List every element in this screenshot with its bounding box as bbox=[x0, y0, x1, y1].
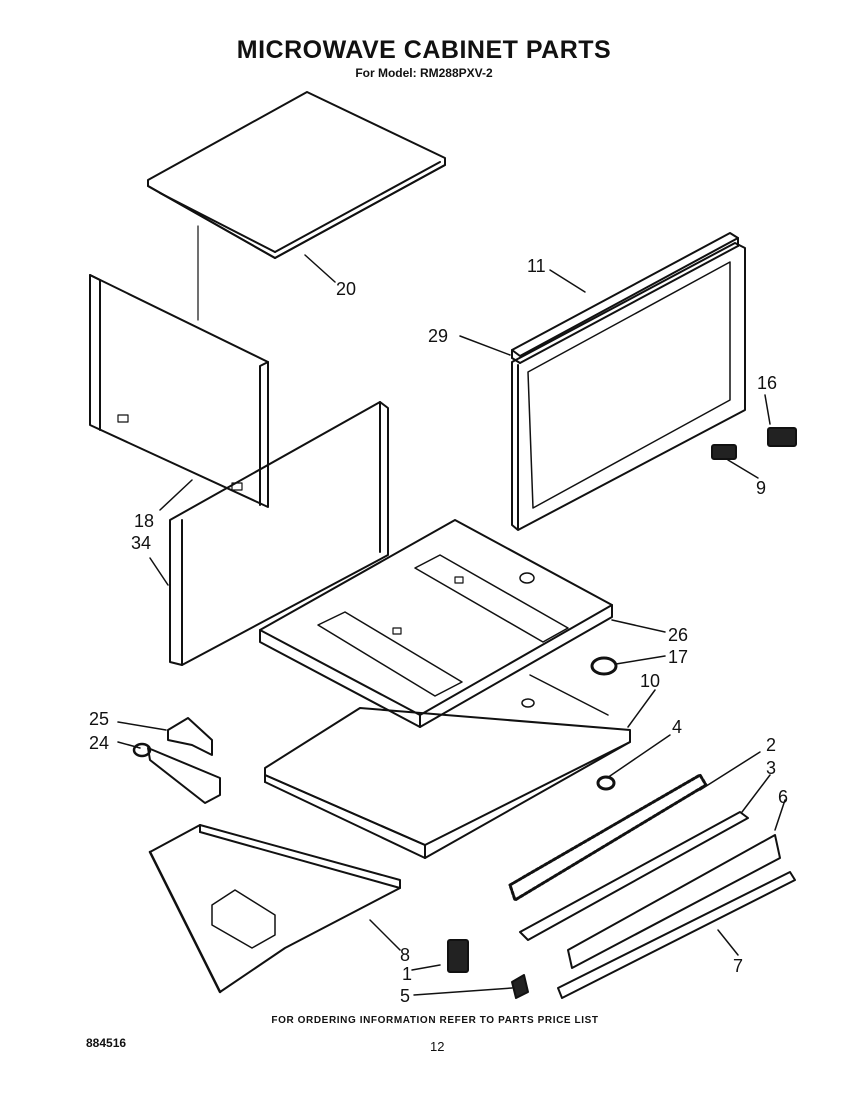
callout-18: 18 bbox=[134, 511, 154, 531]
part-8-bottom-frame bbox=[148, 824, 401, 994]
part-10-base-pan bbox=[264, 674, 631, 859]
callout-9: 9 bbox=[756, 478, 766, 498]
callout-2: 2 bbox=[766, 735, 776, 755]
part-1-hinge-block bbox=[447, 939, 469, 973]
part-16-latch-block bbox=[767, 427, 797, 447]
page-title: MICROWAVE CABINET PARTS bbox=[236, 36, 612, 64]
callout-4: 4 bbox=[672, 717, 682, 737]
callout-24: 24 bbox=[89, 733, 109, 753]
callout-29: 29 bbox=[428, 326, 448, 346]
document-number: 884516 bbox=[86, 1036, 127, 1050]
callout-6: 6 bbox=[778, 787, 788, 807]
part-3-front-trim bbox=[519, 811, 749, 941]
callout-5: 5 bbox=[400, 986, 410, 1006]
callout-11: 11 bbox=[527, 256, 546, 276]
page-number: 12 bbox=[430, 1039, 445, 1054]
callout-3: 3 bbox=[766, 758, 776, 778]
model-subtitle: For Model: RM288PXV-2 bbox=[355, 66, 493, 80]
part-4-foot bbox=[596, 775, 616, 791]
part-6-lower-trim bbox=[567, 834, 781, 969]
part-34-rear-panel bbox=[169, 401, 389, 666]
callout-34: 34 bbox=[131, 533, 151, 553]
part-26-inner-deck bbox=[259, 519, 613, 728]
leader-lines bbox=[117, 254, 786, 996]
callout-1: 1 bbox=[402, 964, 412, 984]
part-17-grommet bbox=[590, 656, 618, 676]
callout-10: 10 bbox=[640, 671, 660, 691]
part-29-door-frame bbox=[511, 242, 746, 531]
callout-25: 25 bbox=[89, 709, 109, 729]
callout-17: 17 bbox=[668, 647, 688, 667]
callout-16: 16 bbox=[757, 373, 777, 393]
callout-8: 8 bbox=[400, 945, 410, 965]
callout-26: 26 bbox=[668, 625, 688, 645]
part-2-front-grille bbox=[508, 773, 708, 902]
callout-labels: 20 11 29 16 9 18 34 26 17 10 25 24 4 2 3… bbox=[89, 256, 788, 1006]
part-9-switch bbox=[711, 444, 737, 460]
callout-20: 20 bbox=[336, 279, 356, 299]
ordering-info-note: FOR ORDERING INFORMATION REFER TO PARTS … bbox=[271, 1015, 599, 1026]
part-11-vent-strip bbox=[511, 232, 739, 364]
part-18-left-side-panel bbox=[89, 274, 269, 508]
part-20-top-panel bbox=[147, 91, 446, 321]
callout-7: 7 bbox=[733, 956, 743, 976]
part-5-plug bbox=[511, 974, 529, 999]
part-25-bracket bbox=[167, 717, 213, 756]
part-24-duct bbox=[132, 742, 221, 804]
part-7-base-rail bbox=[557, 871, 796, 999]
